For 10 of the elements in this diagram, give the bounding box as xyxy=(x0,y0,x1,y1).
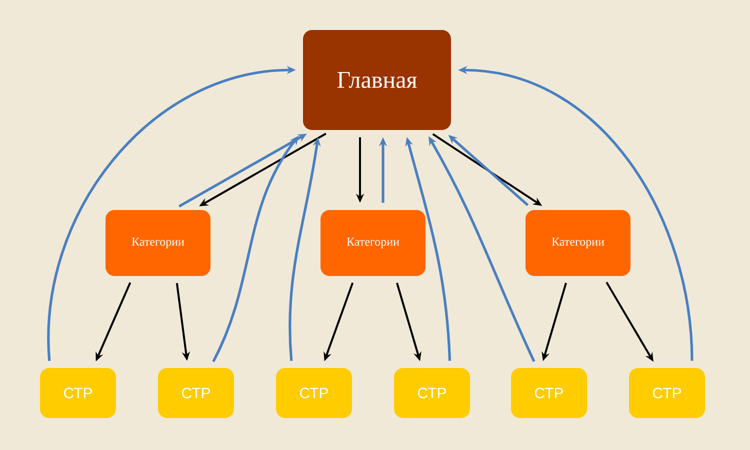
category-box: Категории xyxy=(526,210,630,276)
page-box: СТР xyxy=(511,368,587,418)
page-box: СТР xyxy=(40,368,116,418)
category-box: Категории xyxy=(320,210,426,276)
page-box: СТР xyxy=(394,368,470,418)
page-box: СТР xyxy=(629,368,705,418)
page-box: СТР xyxy=(158,368,234,418)
main-page-box: Главная xyxy=(303,30,451,130)
page-box: СТР xyxy=(276,368,352,418)
category-box: Категории xyxy=(106,210,210,276)
